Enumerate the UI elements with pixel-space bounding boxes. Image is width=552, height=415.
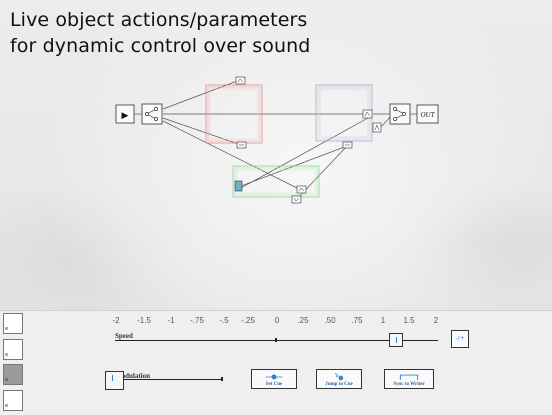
wire bbox=[162, 120, 302, 191]
green-module-mid-port[interactable] bbox=[296, 185, 307, 194]
green-module-output-port[interactable] bbox=[291, 195, 302, 204]
side-button-2[interactable]: e bbox=[3, 339, 23, 360]
blue-module-output-port[interactable] bbox=[342, 141, 353, 149]
red-module-output-port[interactable] bbox=[236, 141, 247, 149]
caption-line-2: for dynamic control over sound bbox=[10, 35, 311, 57]
modulation-slider-track[interactable] bbox=[115, 379, 222, 380]
module-red[interactable] bbox=[205, 84, 263, 144]
caption-line-1: Live object actions/parameters bbox=[10, 9, 308, 31]
scale-tick: -.5 bbox=[219, 316, 229, 325]
scale-tick: 2 bbox=[433, 316, 439, 325]
speed-slider-thumb[interactable] bbox=[389, 333, 403, 347]
split-icon bbox=[145, 107, 158, 121]
patch-canvas[interactable]: ▶ bbox=[0, 0, 552, 310]
jump-to-cue-button[interactable]: Jump to Cue bbox=[316, 369, 362, 389]
speed-label: Speed bbox=[115, 332, 133, 340]
blue-module-port[interactable] bbox=[362, 109, 373, 119]
scale-tick: .25 bbox=[297, 316, 309, 325]
sync-bracket-icon bbox=[399, 374, 419, 380]
side-button-1[interactable]: e bbox=[3, 313, 23, 334]
scale-tick: -.25 bbox=[241, 316, 255, 325]
jump-to-cue-label: Jump to Cue bbox=[325, 382, 353, 387]
merge-icon bbox=[393, 107, 406, 121]
side-button-4[interactable]: e bbox=[3, 390, 23, 411]
sync-to-writer-button[interactable]: Sync to Writer bbox=[384, 369, 434, 389]
sync-to-writer-label: Sync to Writer bbox=[393, 382, 425, 387]
blue-module-port-2[interactable] bbox=[372, 122, 382, 133]
plus-minus-icon: -/+ bbox=[455, 335, 465, 342]
merge-node[interactable] bbox=[389, 103, 411, 125]
scale-tick: 1.5 bbox=[403, 316, 415, 325]
caption: Live object actions/parameters for dynam… bbox=[10, 7, 310, 59]
scale-tick: .50 bbox=[324, 316, 336, 325]
side-button-3[interactable]: e bbox=[3, 364, 23, 385]
side-button-label: e bbox=[5, 377, 9, 383]
scale-ticks: -2 -1.5 -1 -.75 -.5 -.25 0 .25 .50 .75 1… bbox=[0, 316, 552, 328]
red-module-input-port[interactable] bbox=[235, 76, 246, 85]
wire bbox=[240, 117, 369, 189]
scale-tick: -.75 bbox=[190, 316, 204, 325]
set-cue-label: Set Cue bbox=[265, 382, 283, 387]
control-panel bbox=[0, 310, 552, 415]
scale-tick: -1.5 bbox=[137, 316, 151, 325]
side-button-label: e bbox=[5, 403, 9, 409]
play-icon: ▶ bbox=[122, 111, 129, 121]
scale-tick: 0 bbox=[274, 316, 280, 325]
modulation-label: Modulation bbox=[115, 372, 151, 380]
splitter-node[interactable] bbox=[141, 103, 163, 125]
green-module-input-port[interactable] bbox=[234, 180, 243, 192]
side-button-label: e bbox=[5, 352, 9, 358]
wire bbox=[162, 117, 242, 146]
speed-zero-marker bbox=[275, 338, 277, 342]
modulation-end-marker bbox=[221, 377, 223, 381]
play-button[interactable]: ▶ bbox=[115, 104, 135, 124]
reset-button[interactable]: -/+ bbox=[451, 330, 469, 348]
output-node[interactable]: OUT bbox=[416, 104, 439, 124]
set-cue-button[interactable]: Set Cue bbox=[251, 369, 297, 389]
wire bbox=[162, 79, 241, 110]
scale-tick: -2 bbox=[112, 316, 120, 325]
jump-icon bbox=[334, 373, 344, 381]
scale-tick: .75 bbox=[351, 316, 363, 325]
out-label: OUT bbox=[420, 111, 435, 119]
side-button-label: e bbox=[5, 326, 9, 332]
scale-tick: 1 bbox=[380, 316, 386, 325]
patch-wires bbox=[162, 79, 417, 201]
cue-dot-icon bbox=[265, 374, 283, 380]
scale-tick: -1 bbox=[167, 316, 175, 325]
modulation-slider-thumb[interactable] bbox=[105, 371, 124, 390]
